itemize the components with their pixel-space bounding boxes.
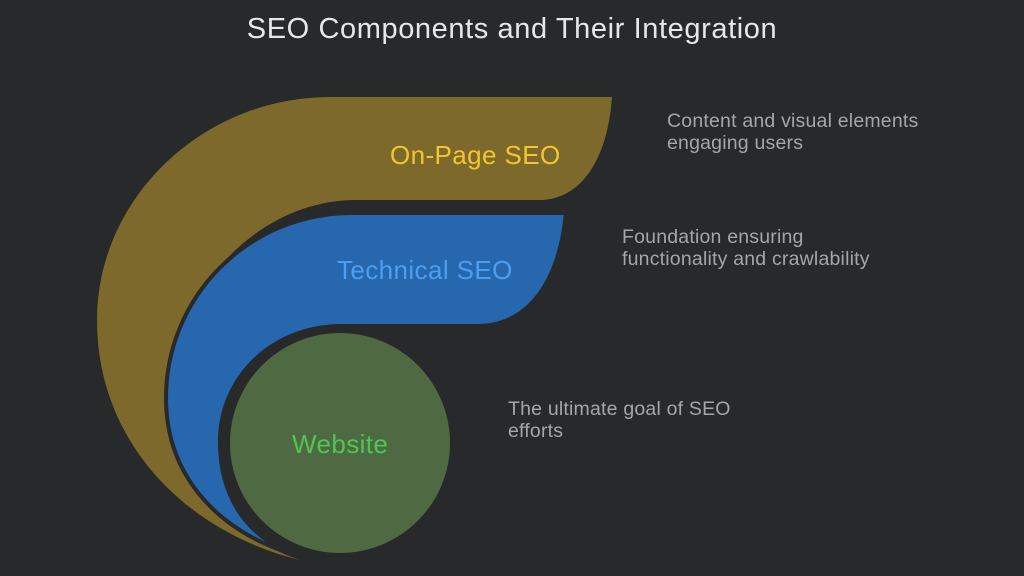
website-label: Website <box>292 429 389 459</box>
page-title: SEO Components and Their Integration <box>246 13 778 45</box>
technical-seo-description: Foundation ensuring functionality and cr… <box>622 226 870 270</box>
technical-seo-shape <box>164 211 568 555</box>
on-page-seo-description: Content and visual elements engaging use… <box>667 110 918 154</box>
website-shape <box>226 329 454 557</box>
on-page-seo-shape <box>97 97 612 560</box>
description-line: The ultimate goal of SEO <box>508 398 731 420</box>
on-page-seo-label: On-Page SEO <box>390 140 561 170</box>
description-line: efforts <box>508 420 564 442</box>
description-line: Content and visual elements <box>667 110 919 132</box>
description-line: Foundation ensuring <box>622 226 804 248</box>
technical-seo-label: Technical SEO <box>337 255 513 285</box>
website-description: The ultimate goal of SEO efforts <box>508 398 731 442</box>
description-line: functionality and crawlability <box>622 248 870 270</box>
description-line: engaging users <box>667 132 804 154</box>
